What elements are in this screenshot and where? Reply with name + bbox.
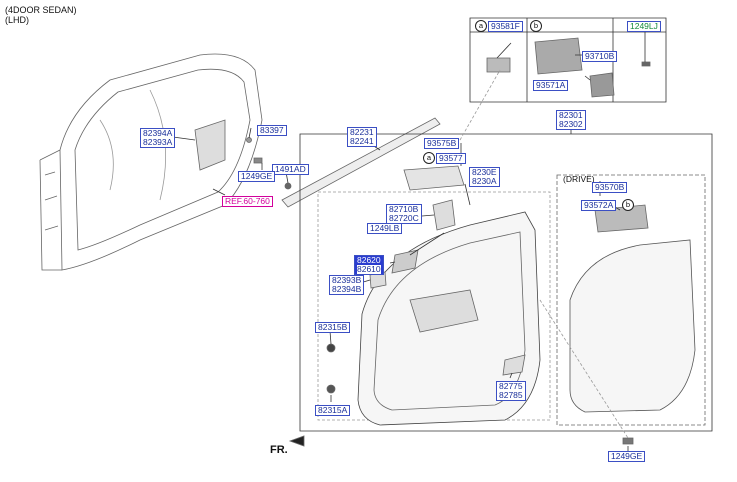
header-body-type: (4DOOR SEDAN) <box>5 5 77 15</box>
switch-assy-93571a <box>534 37 583 75</box>
callout-b-marker-main: b <box>622 199 634 211</box>
part-number-82620: 82620 <box>357 255 381 265</box>
part-label-82393b[interactable]: 82393B 82394B <box>329 275 365 295</box>
part-label-93572a[interactable]: 93572A <box>581 200 617 211</box>
screw-1249ge-bottom <box>622 437 634 445</box>
clip-82315a <box>326 384 336 394</box>
part-number-82610: 82610 <box>357 264 381 274</box>
part-number-82775: 82775 <box>499 381 523 391</box>
part-number-82393b: 82393B <box>332 275 362 285</box>
drive-trim-panel <box>569 239 696 413</box>
header-drive-side: (LHD) <box>5 15 29 25</box>
cover-82775 <box>502 354 526 376</box>
armrest-switch-panel <box>409 289 479 333</box>
part-label-1249ge-bottom[interactable]: 1249GE <box>608 451 646 462</box>
front-direction-label: FR. <box>270 444 288 456</box>
part-label-82620[interactable]: 82620 82610 <box>354 255 384 275</box>
front-arrow <box>288 435 305 447</box>
callout-a-marker-main: a <box>423 152 435 164</box>
part-number-82231: 82231 <box>350 127 374 137</box>
part-number-82393a: 82393A <box>143 137 173 147</box>
part-label-83397[interactable]: 83397 <box>257 125 287 136</box>
part-number-82785: 82785 <box>499 390 523 400</box>
part-label-82710b[interactable]: 82710B 82720C <box>386 204 422 224</box>
part-label-93571a[interactable]: 93571A <box>533 80 569 91</box>
callout-b-marker: b <box>530 20 542 32</box>
part-label-82301[interactable]: 82301 82302 <box>556 110 586 130</box>
door-module-82394a <box>194 119 226 171</box>
part-label-82315b[interactable]: 82315B <box>315 322 351 333</box>
part-label-82315a[interactable]: 82315A <box>315 405 351 416</box>
part-number-82302: 82302 <box>559 119 583 129</box>
part-label-93710b[interactable]: 93710B <box>582 51 618 62</box>
part-label-93581f[interactable]: 93581F <box>488 21 523 32</box>
screw-1249lj <box>641 61 651 67</box>
part-number-8230e: 8230E <box>472 167 497 177</box>
part-label-93570b[interactable]: 93570B <box>592 182 628 193</box>
door-inner-outline <box>74 68 251 251</box>
bracket-82710b <box>432 199 456 231</box>
part-label-82231[interactable]: 82231 82241 <box>347 127 377 147</box>
part-number-82710b: 82710B <box>389 204 419 214</box>
door-body-outline <box>59 53 263 271</box>
part-number-82720c: 82720C <box>389 213 419 223</box>
screw-1249ge <box>253 157 263 164</box>
part-83397 <box>246 137 252 143</box>
diagram-header: (4DOOR SEDAN) (LHD) <box>5 5 77 25</box>
part-number-82241: 82241 <box>350 136 374 146</box>
part-label-93575b[interactable]: 93575B <box>424 138 460 149</box>
cover-93575b <box>403 165 465 191</box>
part-label-82775[interactable]: 82775 82785 <box>496 381 526 401</box>
reference-link[interactable]: REF.60-760 <box>222 196 273 207</box>
part-number-82394a: 82394A <box>143 128 173 138</box>
part-number-82301: 82301 <box>559 110 583 120</box>
part-number-82394b: 82394B <box>332 284 362 294</box>
part-label-93577[interactable]: 93577 <box>436 153 466 164</box>
clip-1491ad <box>284 182 292 190</box>
part-label-1491ad[interactable]: 1491AD <box>272 164 309 175</box>
drive-section-title: (DRIVE) <box>563 174 595 184</box>
clip-82315b <box>326 343 336 353</box>
part-label-1249ge-top[interactable]: 1249GE <box>238 171 276 182</box>
part-label-82394a[interactable]: 82394A 82393A <box>140 128 176 148</box>
part-label-1249lb[interactable]: 1249LB <box>367 223 403 234</box>
part-label-1249lj[interactable]: 1249LJ <box>627 21 661 32</box>
switch-93710b <box>589 72 615 98</box>
inside-handle-82620 <box>391 249 419 274</box>
part-label-8230e[interactable]: 8230E 8230A <box>469 167 500 187</box>
weatherstrip-82231 <box>281 117 441 208</box>
part-number-8230a: 8230A <box>472 176 497 186</box>
switch-93581f <box>486 57 511 73</box>
callout-a-marker: a <box>475 20 487 32</box>
